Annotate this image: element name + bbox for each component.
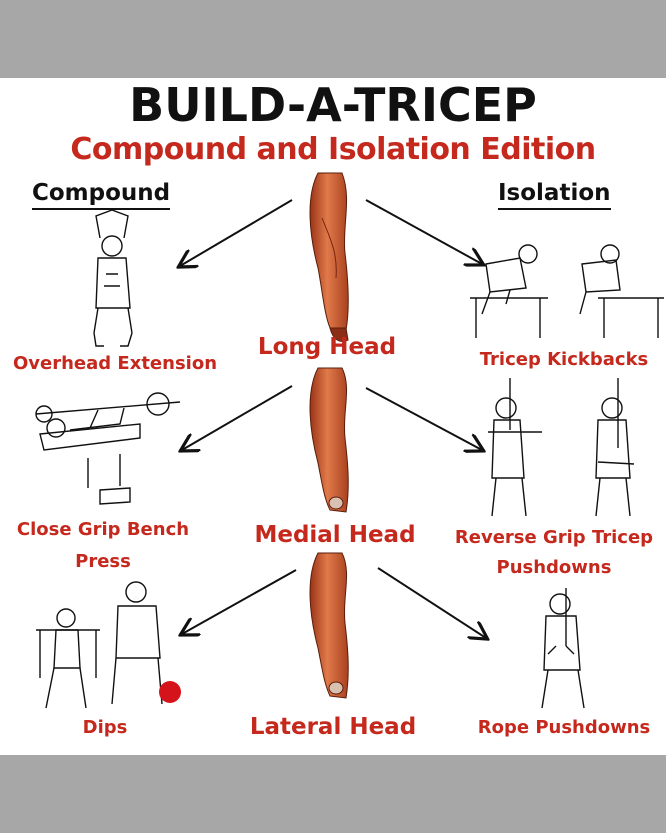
figure-reverse-grip-pushdowns [488, 378, 635, 517]
label-close-grip-bench-line2: Press [75, 551, 131, 572]
figure-close-grip-bench [35, 392, 181, 505]
infographic-card: BUILD-A-TRICEP Compound and Isolation Ed… [0, 78, 666, 755]
arrow-medial-to-compound [182, 385, 293, 450]
head-label-medial: Medial Head [254, 522, 416, 548]
illustration-layer [35, 172, 664, 709]
arm-muscle-lateral-head [309, 552, 349, 699]
arrow-long-to-compound [180, 199, 293, 266]
figure-overhead-extension [93, 209, 133, 347]
page-subtitle: Compound and Isolation Edition [70, 132, 596, 167]
label-close-grip-bench-line1: Close Grip Bench [16, 519, 190, 540]
page-title: BUILD-A-TRICEP [129, 78, 537, 132]
arm-muscle-long-head [309, 172, 349, 342]
arrow-medial-to-isolation [365, 387, 482, 450]
figure-tricep-kickbacks [470, 244, 664, 338]
label-overhead-extension: Overhead Extension [12, 353, 218, 374]
head-label-lateral: Lateral Head [249, 714, 417, 740]
label-reverse-grip-line1: Reverse Grip Tricep [454, 527, 654, 548]
arrow-lateral-to-isolation [377, 567, 486, 638]
label-rope-pushdowns: Rope Pushdowns [477, 717, 651, 738]
arm-muscle-medial-head [309, 367, 349, 513]
figure-dips [36, 581, 163, 709]
arrows [180, 199, 486, 638]
head-label-long: Long Head [257, 334, 397, 360]
arrow-lateral-to-compound [182, 569, 297, 634]
label-reverse-grip-line2: Pushdowns [496, 557, 612, 578]
label-dips: Dips [82, 717, 128, 738]
arrow-long-to-isolation [365, 199, 482, 264]
red-dot-icon [159, 681, 181, 703]
label-tricep-kickbacks: Tricep Kickbacks [479, 349, 649, 370]
compound-heading: Compound [32, 178, 171, 210]
figure-rope-pushdowns [541, 588, 585, 709]
isolation-heading: Isolation [498, 178, 611, 210]
